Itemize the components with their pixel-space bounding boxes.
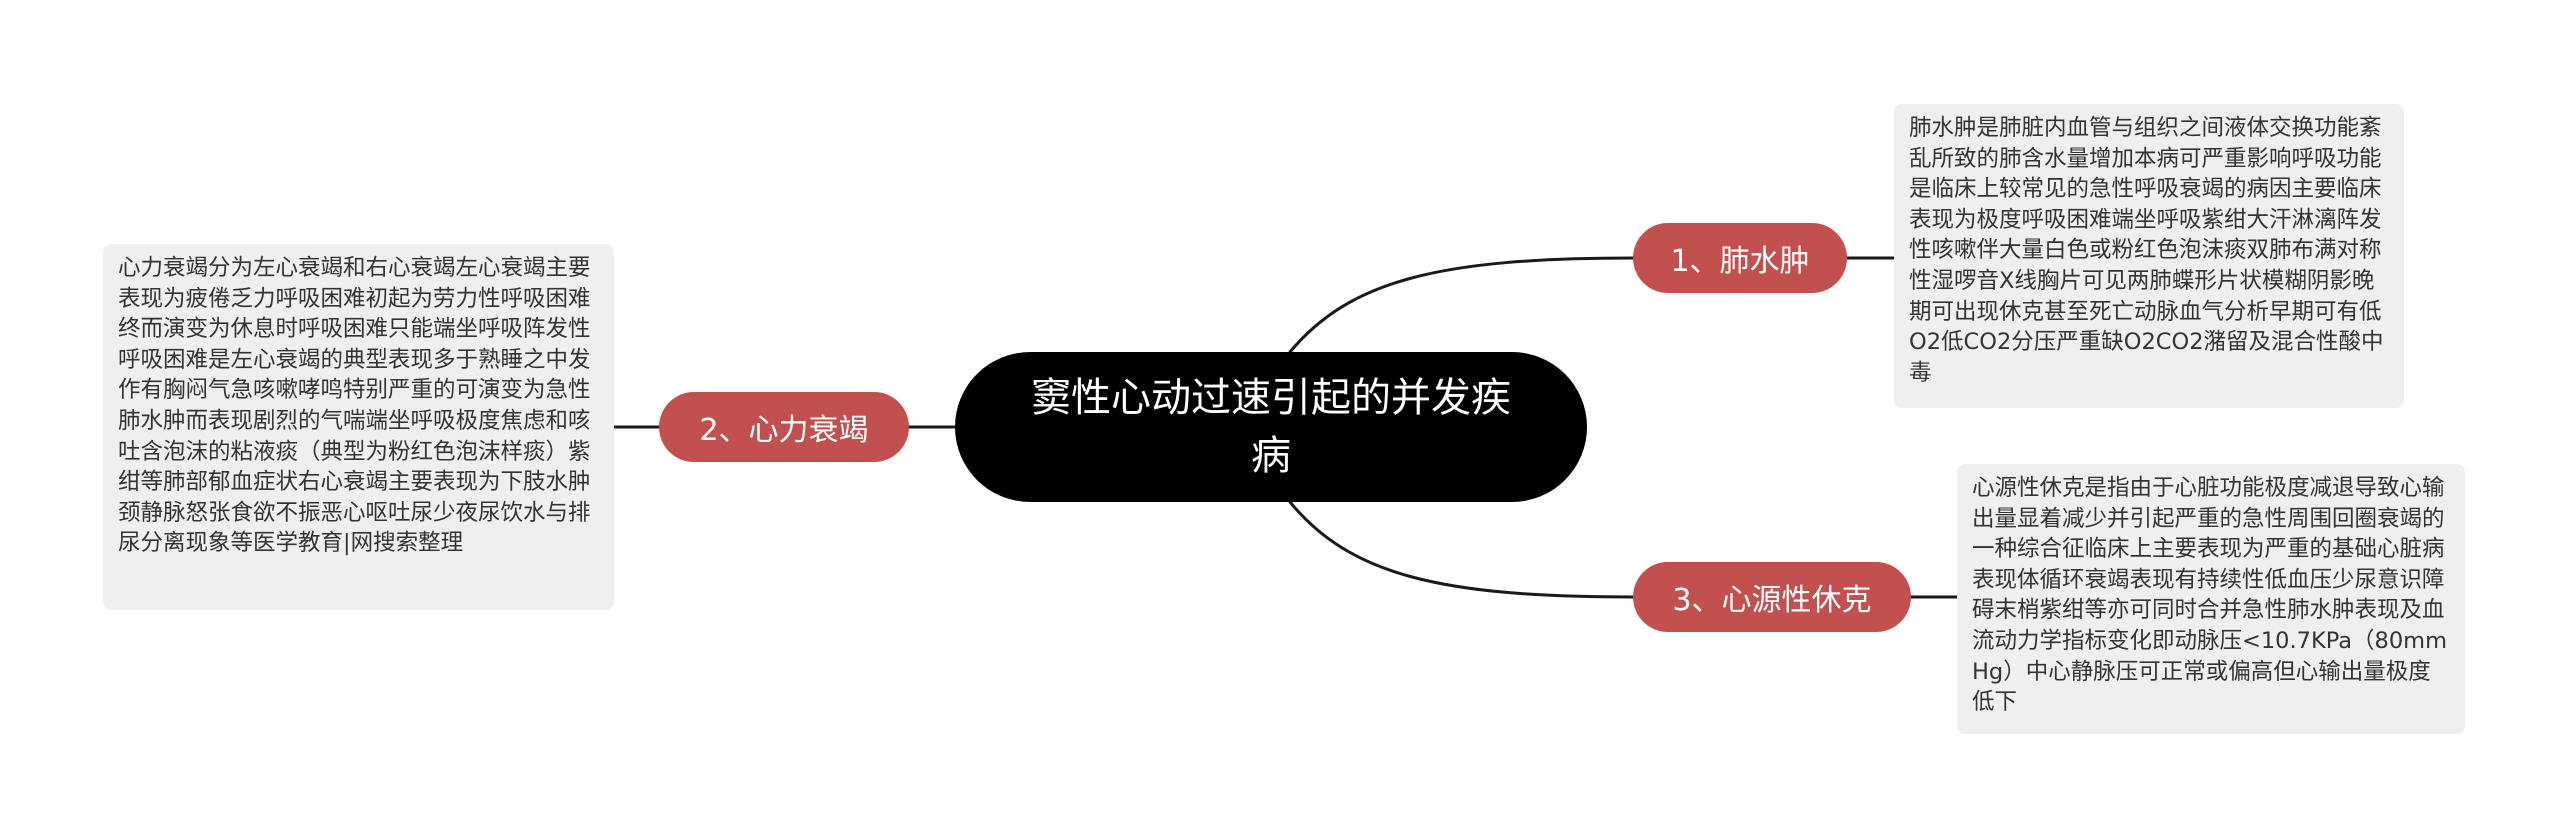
connector-root-to-branch-1 (1288, 256, 1635, 354)
connector-root-to-branch-3 (1288, 500, 1635, 599)
detail-heart-failure: 心力衰竭分为左心衰竭和右心衰竭左心衰竭主要表现为疲倦乏力呼吸困难初起为劳力性呼吸… (103, 244, 614, 610)
branch-heart-failure: 2、心力衰竭 (659, 392, 909, 462)
branch-pulmonary-edema: 1、肺水肿 (1633, 223, 1847, 293)
detail-pulmonary-edema: 肺水肿是肺脏内血管与组织之间液体交换功能紊乱所致的肺含水量增加本病可严重影响呼吸… (1894, 104, 2404, 408)
branch-label: 1、肺水肿 (1670, 244, 1810, 279)
detail-text: 心力衰竭分为左心衰竭和右心衰竭左心衰竭主要表现为疲倦乏力呼吸困难初起为劳力性呼吸… (118, 255, 591, 557)
root-topic: 窦性心动过速引起的并发疾病 (955, 352, 1587, 502)
root-topic-label: 窦性心动过速引起的并发疾病 (1031, 375, 1511, 479)
branch-label: 3、心源性休克 (1672, 583, 1872, 618)
branch-label: 2、心力衰竭 (699, 413, 869, 448)
detail-text: 肺水肿是肺脏内血管与组织之间液体交换功能紊乱所致的肺含水量增加本病可严重影响呼吸… (1909, 115, 2384, 386)
detail-text: 心源性休克是指由于心脏功能极度减退导致心输出量显着减少并引起严重的急性周围回圈衰… (1972, 475, 2448, 716)
detail-cardiogenic-shock: 心源性休克是指由于心脏功能极度减退导致心输出量显着减少并引起严重的急性周围回圈衰… (1957, 464, 2465, 734)
branch-cardiogenic-shock: 3、心源性休克 (1633, 562, 1911, 632)
